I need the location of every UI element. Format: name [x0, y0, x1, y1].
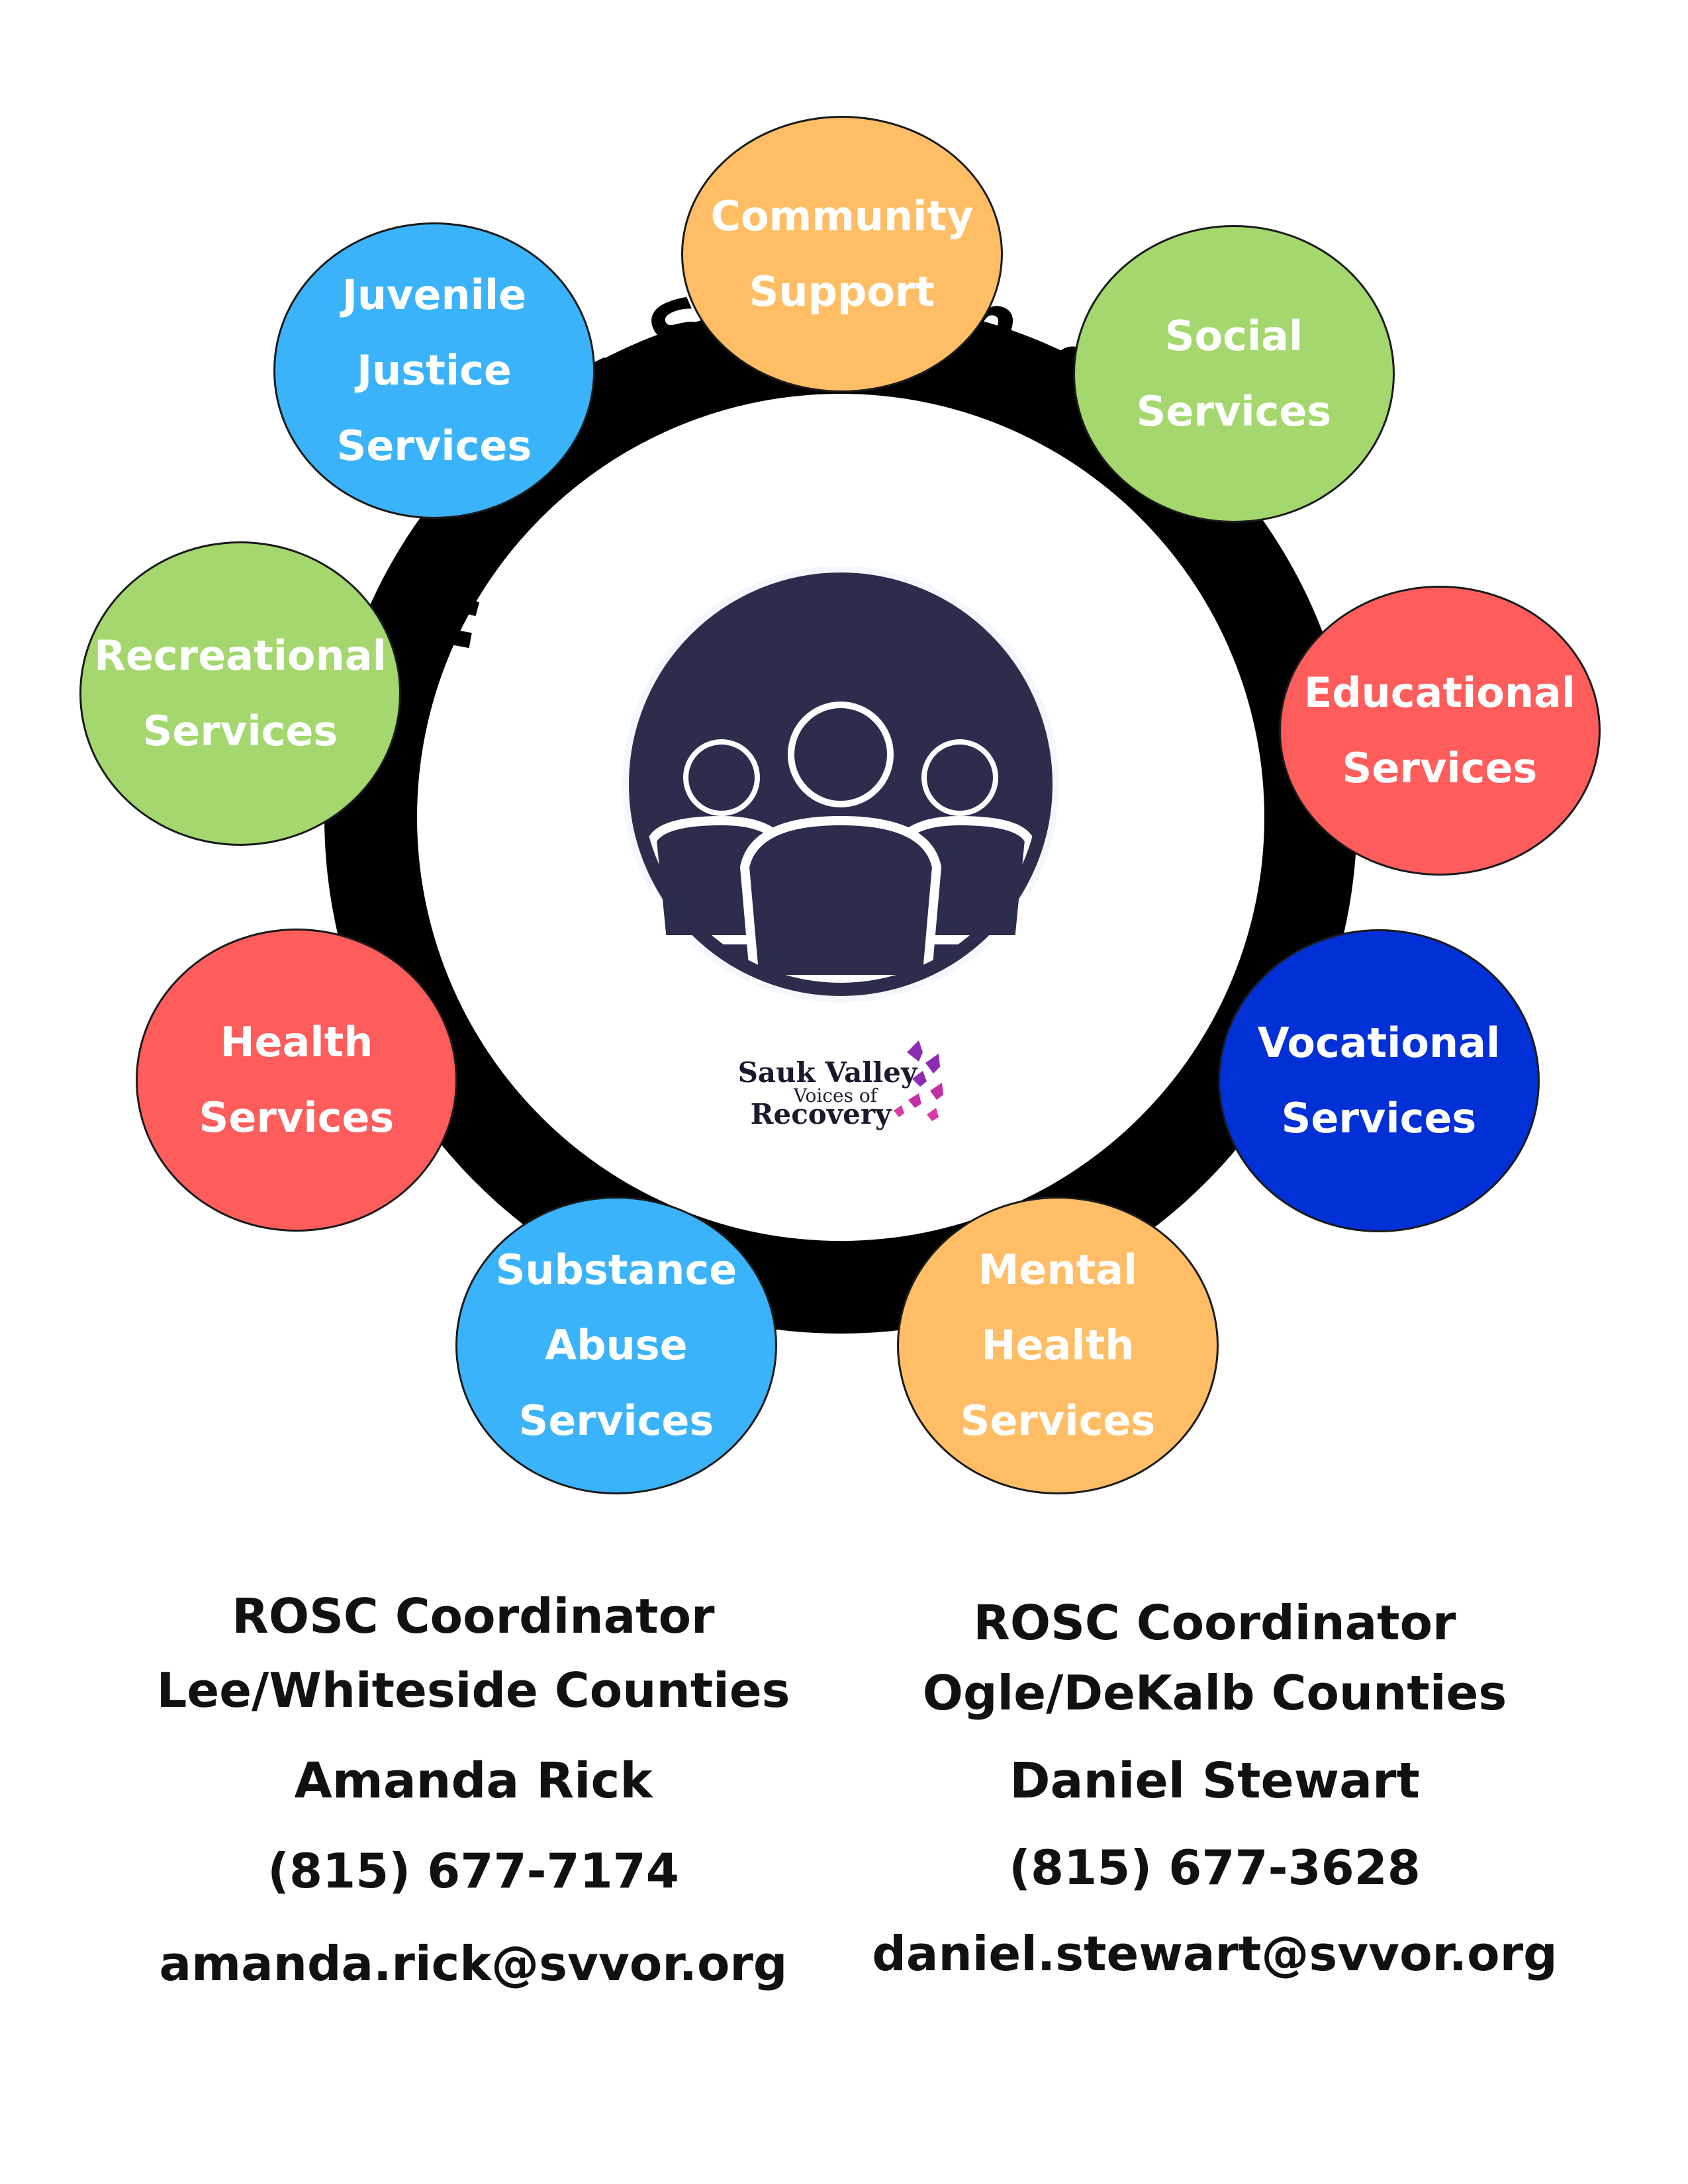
contact-name: Daniel Stewart — [1009, 1752, 1420, 1809]
contact-name: Amanda Rick — [294, 1752, 653, 1809]
sauk-valley-logo: Sauk Valley Voices of Recovery — [738, 1040, 943, 1130]
health-services-node: Health Services — [136, 929, 457, 1232]
node-label: Educational Services — [1303, 668, 1576, 792]
educational-services-node: Educational Services — [1279, 586, 1601, 876]
node-label: Substance Abuse Services — [495, 1246, 737, 1445]
node-label: Community Support — [710, 192, 974, 316]
node-label: Health Services — [199, 1018, 395, 1142]
juvenile-justice-services-node: Juvenile Justice Services — [273, 222, 595, 519]
contact-phone: (815) 677-3628 — [1009, 1840, 1421, 1895]
contact-phone: (815) 677-7174 — [267, 1843, 679, 1899]
svg-text:Voices of: Voices of — [793, 1085, 879, 1107]
recreational-services-node: Recreational Services — [79, 541, 401, 846]
mental-health-services-node: Mental Health Services — [897, 1197, 1219, 1494]
svg-text:Sauk Valley: Sauk Valley — [738, 1056, 918, 1089]
contact-area: Lee/Whiteside Counties — [156, 1662, 790, 1718]
vocational-services-node: Vocational Services — [1218, 929, 1540, 1232]
substance-abuse-services-node: Substance Abuse Services — [455, 1197, 777, 1494]
svg-text:Recovery: Recovery — [751, 1098, 892, 1130]
contact-left: ROSC Coordinator Lee/Whiteside Counties … — [53, 1588, 894, 2019]
node-label: Mental Health Services — [960, 1246, 1156, 1445]
system-of-care-diagram: Illinois System of Care Sauk Valley Voic… — [79, 116, 1601, 1494]
group-of-people-icon — [622, 566, 1059, 1003]
butterflies-icon — [894, 1040, 943, 1121]
contact-area: Ogle/DeKalb Counties — [922, 1665, 1507, 1721]
node-label: Social Services — [1136, 312, 1332, 435]
contact-email[interactable]: daniel.stewart@svvor.org — [872, 1926, 1558, 1981]
node-label: Recreational Services — [94, 631, 387, 755]
contact-title: ROSC Coordinator — [232, 1588, 715, 1644]
community-support-node: Community Support — [681, 116, 1003, 392]
contact-right: ROSC Coordinator Ogle/DeKalb Counties Da… — [794, 1595, 1635, 2025]
node-label: Vocational Services — [1257, 1019, 1501, 1142]
node-label: Juvenile Justice Services — [336, 271, 532, 470]
social-services-node: Social Services — [1073, 225, 1395, 523]
contact-title: ROSC Coordinator — [973, 1595, 1456, 1651]
contact-email[interactable]: amanda.rick@svvor.org — [159, 1936, 788, 1991]
